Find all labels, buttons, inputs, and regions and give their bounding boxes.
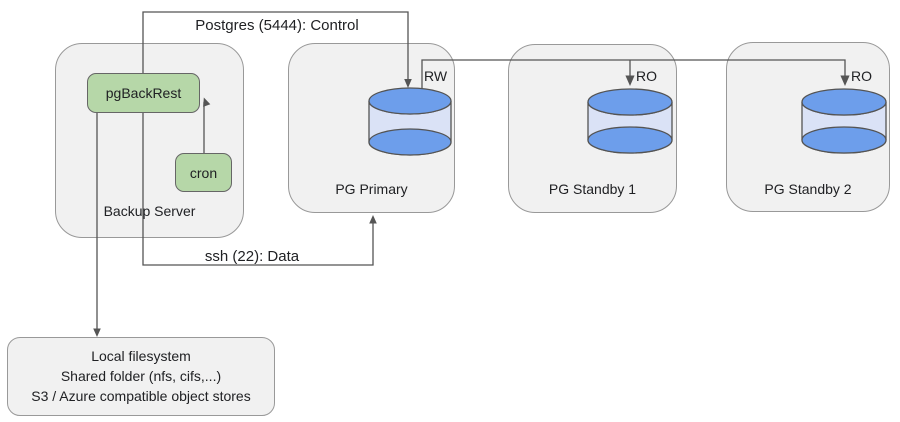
storage-line-1: Local filesystem bbox=[91, 348, 191, 364]
storage-box bbox=[7, 337, 275, 416]
pgbackrest-label: pgBackRest bbox=[105, 85, 182, 101]
standby-1-ro-label: RO bbox=[636, 68, 657, 84]
storage-line-2: Shared folder (nfs, cifs,...) bbox=[60, 368, 222, 384]
pg-standby-1-label: PG Standby 1 bbox=[548, 181, 637, 197]
ssh-data-edge-label: ssh (22): Data bbox=[204, 248, 300, 265]
storage-arrowhead-icon bbox=[93, 328, 101, 337]
backup-server-label: Backup Server bbox=[103, 203, 196, 219]
pg-standby-2-label: PG Standby 2 bbox=[764, 181, 852, 197]
storage-line-3: S3 / Azure compatible object stores bbox=[31, 388, 251, 404]
ssh-arrowhead-icon bbox=[369, 215, 377, 224]
pgbackrest-node: pgBackRest bbox=[87, 73, 200, 113]
standby-2-ro-label: RO bbox=[851, 68, 872, 84]
control-edge-label: Postgres (5444): Control bbox=[195, 17, 359, 34]
pg-primary-label: PG Primary bbox=[335, 181, 408, 197]
storage-label: Local filesystem Shared folder (nfs, cif… bbox=[7, 346, 275, 406]
primary-rw-label: RW bbox=[424, 68, 448, 84]
cron-node: cron bbox=[175, 153, 232, 192]
cron-label: cron bbox=[189, 164, 218, 181]
